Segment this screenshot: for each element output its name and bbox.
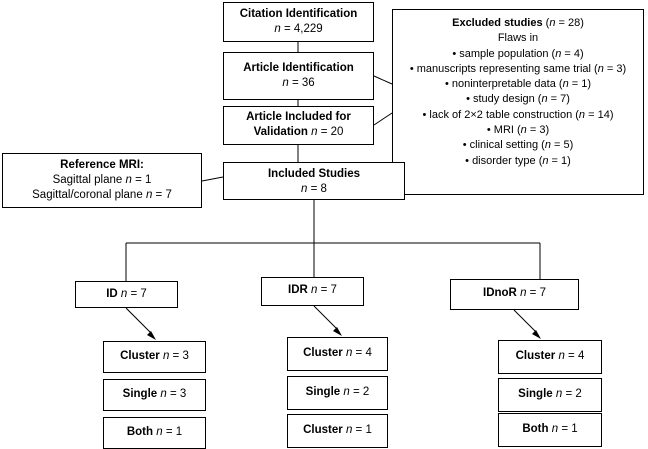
citation-identification-box: Citation Identification n = 4,229 <box>223 2 374 42</box>
excluded-item: • MRI (n = 3) <box>486 124 550 137</box>
arrow-id <box>125 307 153 335</box>
idnor-both-box: Both n = 1 <box>498 413 602 447</box>
group-id-value: = 7 <box>127 288 147 300</box>
reference-mri-line: Sagittal plane n = 1 <box>52 174 152 186</box>
included-studies-box: Included Studies n = 8 <box>223 162 405 200</box>
included-count: n = 8 <box>301 183 327 195</box>
excluded-item: • lack of 2×2 table construction (n = 14… <box>422 108 614 121</box>
arrow-idnor <box>513 309 538 334</box>
connector-article-excluded <box>373 75 393 85</box>
idr-single-box: Single n = 2 <box>287 376 388 410</box>
group-idr-box: IDR n = 7 <box>261 277 364 306</box>
citation-title: Citation Identification <box>239 8 358 20</box>
excluded-subtitle: Flaws in <box>497 32 539 45</box>
excluded-item: • disorder type (n = 1) <box>465 154 571 167</box>
id-both-box: Both n = 1 <box>103 417 206 449</box>
idr-cluster2-box: Cluster n = 1 <box>287 414 388 448</box>
connector-mri-included <box>201 176 224 182</box>
excluded-title: Excluded studies (n = 28) <box>452 17 584 29</box>
group-idr-n: n <box>311 284 318 296</box>
citation-count: n = 4,229 <box>274 23 323 35</box>
article-validation-title-line2: Validation n = 20 <box>253 126 344 138</box>
group-idr-value: = 7 <box>317 284 337 296</box>
group-idnor-name: IDnoR <box>483 287 517 299</box>
group-idnor-value: = 7 <box>526 287 546 299</box>
group-id-n: n <box>120 288 128 300</box>
arrow-idr <box>313 305 339 331</box>
excluded-item: • sample population (n = 4) <box>452 47 584 60</box>
reference-mri-line: Sagittal/coronal plane n = 7 <box>32 189 172 201</box>
group-idnor-n: n <box>520 287 527 299</box>
article-identification-box: Article Identification n = 36 <box>223 52 374 100</box>
excluded-studies-box: Excluded studies (n = 28) Flaws in • sam… <box>392 9 644 195</box>
reference-mri-title: Reference MRI: <box>60 159 144 171</box>
group-idnor-box: IDnoR n = 7 <box>450 279 579 310</box>
id-cluster-box: Cluster n = 3 <box>103 341 206 373</box>
connector-validation-excluded <box>373 112 393 126</box>
reference-mri-box: Reference MRI: Sagittal plane n = 1 Sagi… <box>2 153 202 208</box>
included-title: Included Studies <box>267 168 360 180</box>
arrowhead-id <box>147 331 156 340</box>
group-id-box: ID n = 7 <box>75 281 178 308</box>
arrowhead-idnor <box>532 330 541 339</box>
excluded-item: • clinical setting (n = 5) <box>462 139 574 152</box>
arrowhead-idr <box>333 327 342 336</box>
excluded-item: • manuscripts representing same trial (n… <box>409 62 627 75</box>
article-id-title: Article Identification <box>243 62 354 74</box>
idnor-single-box: Single n = 2 <box>498 378 602 412</box>
id-single-box: Single n = 3 <box>103 379 206 411</box>
article-validation-title-line1: Article Included for <box>246 111 351 123</box>
group-id-name: ID <box>106 288 118 300</box>
idr-cluster-box: Cluster n = 4 <box>287 337 388 371</box>
idnor-cluster-box: Cluster n = 4 <box>498 340 602 374</box>
article-id-count: n = 36 <box>282 77 315 89</box>
excluded-item: • noninterpretable data (n = 1) <box>444 78 592 91</box>
group-idr-name: IDR <box>288 284 308 296</box>
article-validation-box: Article Included for Validation n = 20 <box>223 106 374 145</box>
excluded-item: • study design (n = 7) <box>466 93 570 106</box>
